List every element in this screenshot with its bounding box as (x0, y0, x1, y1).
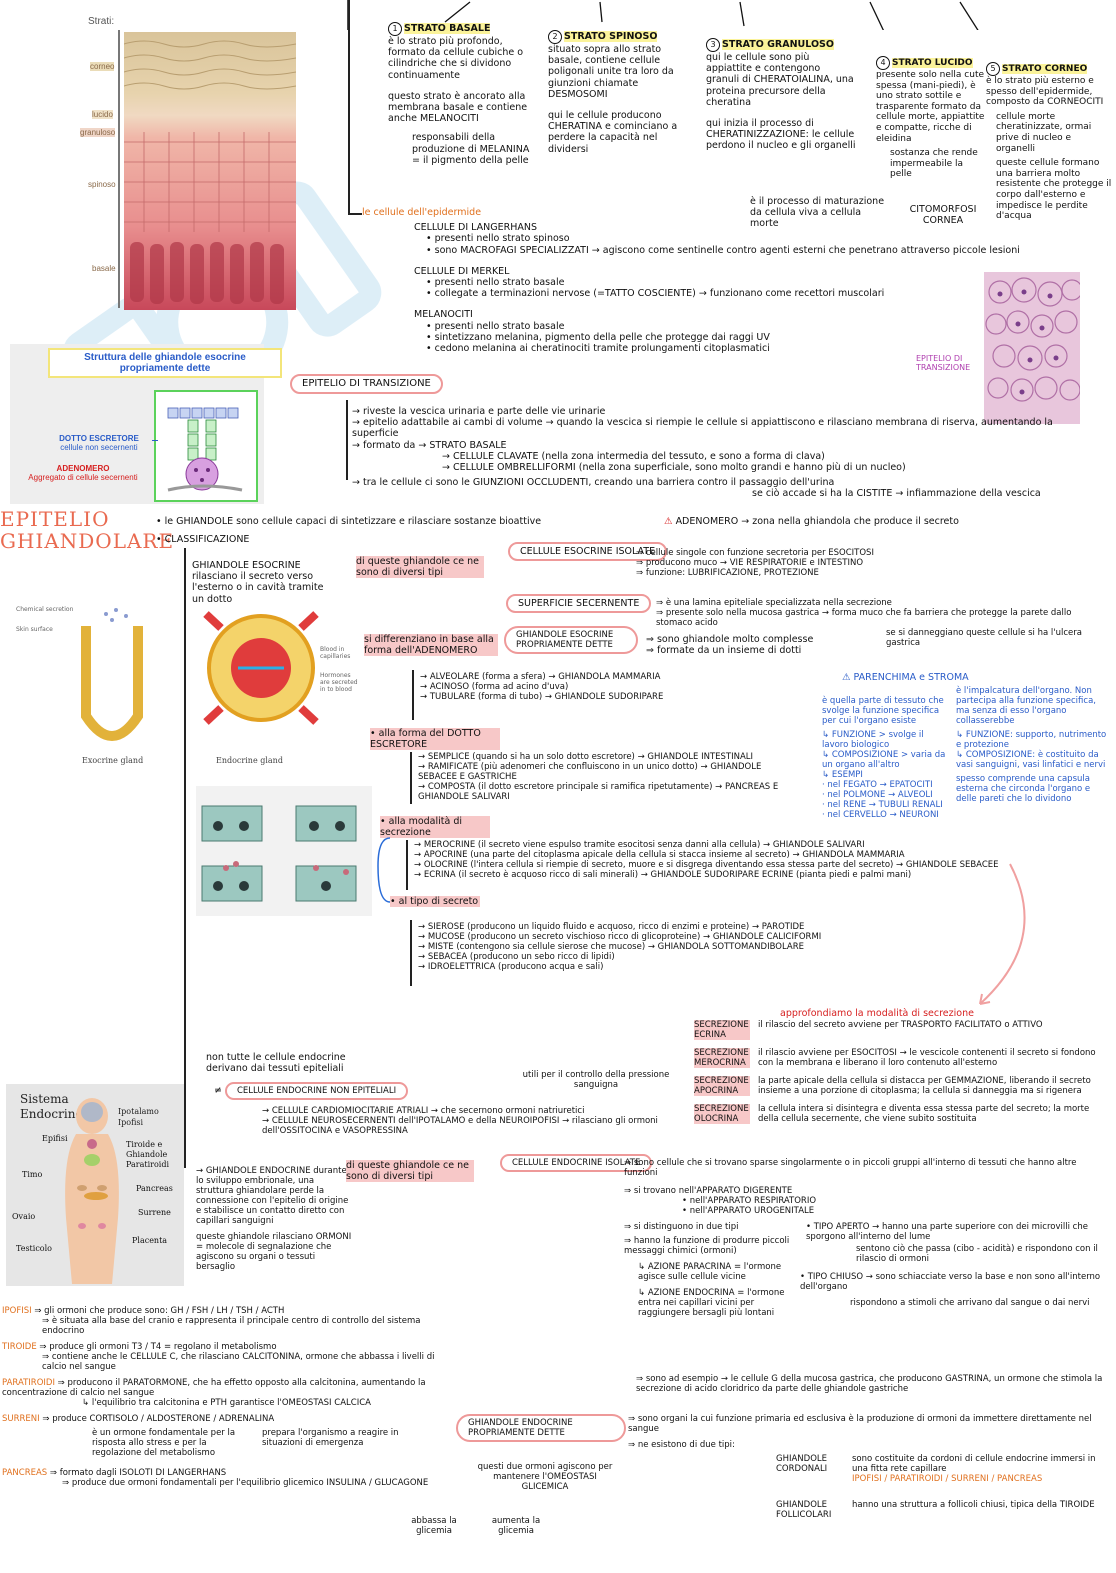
adenomero-forma: si differenziano in base alla forma dell… (364, 634, 498, 657)
main-tree-line (348, 0, 350, 215)
esocrine-isolate-desc: ⇒ cellule singole con funzione secretori… (636, 548, 874, 579)
micrograph-label: EPITELIO DI TRANSIZIONE (916, 354, 971, 372)
due-tipi: ⇒ si distinguono in due tipi (624, 1222, 739, 1232)
adenomero-note: ⚠ ADENOMERO → zona nella ghiandola che p… (664, 516, 959, 527)
layer-basale: basale (92, 264, 116, 273)
layer-spinoso: spinoso (88, 180, 116, 189)
label-testicolo: Testicolo (16, 1244, 52, 1253)
label-placenta: Placenta (132, 1236, 168, 1245)
parenchima-title: ⚠ PARENCHIMA e STROMA (842, 672, 969, 683)
label-pancreas: Pancreas (136, 1184, 173, 1193)
si-trovano: ⇒ si trovano nell'APPARATO DIGERENTE • n… (624, 1186, 817, 1217)
tipo-secreto: • al tipo di secreto (390, 896, 480, 908)
parenchima-left: è quella parte di tessuto che svolge la … (822, 696, 946, 821)
parenchima-right: è l'impalcatura dell'organo. Non parteci… (956, 686, 1107, 805)
endocrine-isolate: CELLULE ENDOCRINE ISOLATE (500, 1154, 653, 1173)
cellule-non-epiteliali: ≠ CELLULE ENDOCRINE NON EPITELIALI (214, 1082, 409, 1101)
transitional-epithelium-micrograph (984, 272, 1080, 424)
label-tiroide: Tiroide e Ghiandole Paratiroidi (126, 1140, 170, 1169)
dotto-label: DOTTO ESCRETORE cellule non secernenti (59, 434, 139, 452)
superficie-desc: ⇒ è una lamina epiteliale specializzata … (656, 598, 1082, 649)
secreto-list: → SIEROSE (producono un liquido fluido e… (418, 922, 822, 973)
epitelio-transizione-lines: → riveste la vescica urinaria e parte de… (352, 406, 1053, 500)
superficie-secernente: SUPERFICIE SECERNENTE (506, 594, 652, 614)
curved-arrow (979, 863, 1026, 1005)
layer-lucido: lucido (92, 110, 113, 119)
esocrine-isolate: CELLULE ESOCRINE ISOLATE (508, 542, 668, 562)
exocrine-caption: Exocrine gland (82, 756, 144, 765)
secretion-types-figure (196, 786, 372, 916)
cellule-g-example: ⇒ sono ad esempio → le cellule G della m… (636, 1374, 1103, 1395)
label-ipofisi: Ipofisi (118, 1118, 144, 1127)
modalita-title: approfondiamo la modalità di secrezione (780, 1008, 974, 1019)
ghiandole-list: IPOFISI ⇒ gli ormoni che produce sono: G… (2, 1306, 435, 1489)
tipo-aperto: • TIPO APERTO → hanno una parte superior… (806, 1222, 1098, 1265)
epitelio-ghiandolare-title: EPITELIO GHIANDOLARE (0, 507, 175, 553)
chemical-label: Chemical secretion (16, 606, 74, 613)
hormones-label: Hormones are secreted in to blood (320, 672, 358, 693)
esocrine-desc: GHIANDOLE ESOCRINE rilasciano il secreto… (192, 560, 324, 605)
endocrine-propriamente-desc: ⇒ sono organi la cui funzione primaria e… (628, 1414, 1092, 1451)
dotto-forma: • alla forma del DOTTO ESCRETORE (370, 728, 500, 751)
endocrine-diverse-tipi: di queste ghiandole ce ne sono di divers… (346, 1160, 474, 1183)
endocrine-propriamente: GHIANDOLE ENDOCRINE PROPRIAMENTE DETTE (456, 1414, 626, 1443)
cellule-epidermide: le cellule dell'epidermide CELLULE DI LA… (362, 207, 1020, 355)
modalita-list: → MEROCRINE (il secreto viene espulso tr… (414, 840, 999, 881)
endocrine-system-figure: Sistema Endocrino Ipotalamo Ipofisi Epif… (6, 1084, 184, 1286)
insulina-effect: abbassa la glicemia (411, 1516, 457, 1537)
epidermis-figure: Strati: corneo lucido granuloso spinoso (80, 14, 298, 314)
non-epiteliali-note: non tutte le cellule endocrine derivano … (206, 1052, 346, 1075)
glucagone-effect: aumenta la glicemia (491, 1516, 541, 1537)
tipo-chiuso: • TIPO CHIUSO → sono schiacciate verso l… (800, 1272, 1101, 1309)
gland-figure-title: Struttura delle ghiandole esocrine propr… (48, 348, 282, 378)
label-ipotalamo: Ipotalamo (118, 1107, 159, 1116)
propriamente-esocrine: GHIANDOLE ESOCRINE PROPRIAMENTE DETTE (504, 626, 638, 655)
layer-corneo: corneo (90, 62, 115, 71)
esocrine-diverse-tipi: di queste ghiandole ce ne sono di divers… (356, 556, 484, 579)
adenomero-label: ADENOMERO Aggregato di cellule secernent… (28, 464, 138, 482)
label-timo: Timo (22, 1170, 43, 1179)
ghiandole-endocrine-desc: → GHIANDOLE ENDOCRINE durante lo svilupp… (196, 1166, 352, 1273)
label-epifisi: Epifisi (42, 1134, 68, 1143)
endocrine-isolate-desc: ⇒ sono cellule che si trovano sparse sin… (624, 1158, 1077, 1179)
blood-label: Blood in capillaries (320, 646, 351, 660)
endocrine-caption: Endocrine gland (216, 756, 283, 765)
gland-diagram (167, 407, 243, 492)
gland-structure-figure: Struttura delle ghiandole esocrine propr… (10, 344, 282, 504)
dotti-list: → SEMPLICE (quando si ha un solo dotto e… (418, 752, 779, 803)
skin-label: Skin surface (16, 626, 53, 633)
epidermis-illustration (124, 32, 296, 310)
layer-granuloso: granuloso (80, 128, 116, 137)
endocrine-title-2: Endocrino (20, 1107, 83, 1121)
classificazione: • CLASSIFICAZIONE (156, 534, 250, 545)
strati-title: Strati: (88, 16, 115, 27)
cardio-note: utili per il controllo della pressione s… (522, 1070, 670, 1091)
propriamente-desc: ⇒ sono ghiandole molto complesse ⇒ forma… (646, 634, 814, 657)
citomorfosi-text: è il processo di maturazione da cellula … (750, 196, 885, 230)
endocrine-title-1: Sistema (20, 1092, 69, 1106)
exo-endo-figure: Chemical secretion Skin surface Blood in… (16, 606, 358, 766)
funzione-ormoni: ⇒ hanno la funzione di produrre piccoli … (624, 1236, 790, 1319)
modalita-secrezione: • alla modalità di secrezione (380, 816, 490, 839)
label-ovaio: Ovaio (12, 1212, 36, 1221)
ghiandole-intro: • le GHIANDOLE sono cellule capaci di si… (156, 516, 542, 527)
forme-list: → ALVEOLARE (forma a sfera) → GHIANDOLA … (420, 672, 664, 703)
citomorfosi-label: CITOMORFOSI CORNEA (909, 204, 977, 227)
pancreas-note: questi due ormoni agiscono per mantenere… (477, 1462, 613, 1493)
bracket-arrow (377, 837, 391, 903)
cardio-neuro: → CELLULE CARDIOMIOCITARIE ATRIALI → che… (262, 1106, 658, 1137)
epitelio-transizione-title: EPITELIO DI TRANSIZIONE (290, 374, 443, 394)
label-surrene: Surrene (138, 1208, 171, 1217)
